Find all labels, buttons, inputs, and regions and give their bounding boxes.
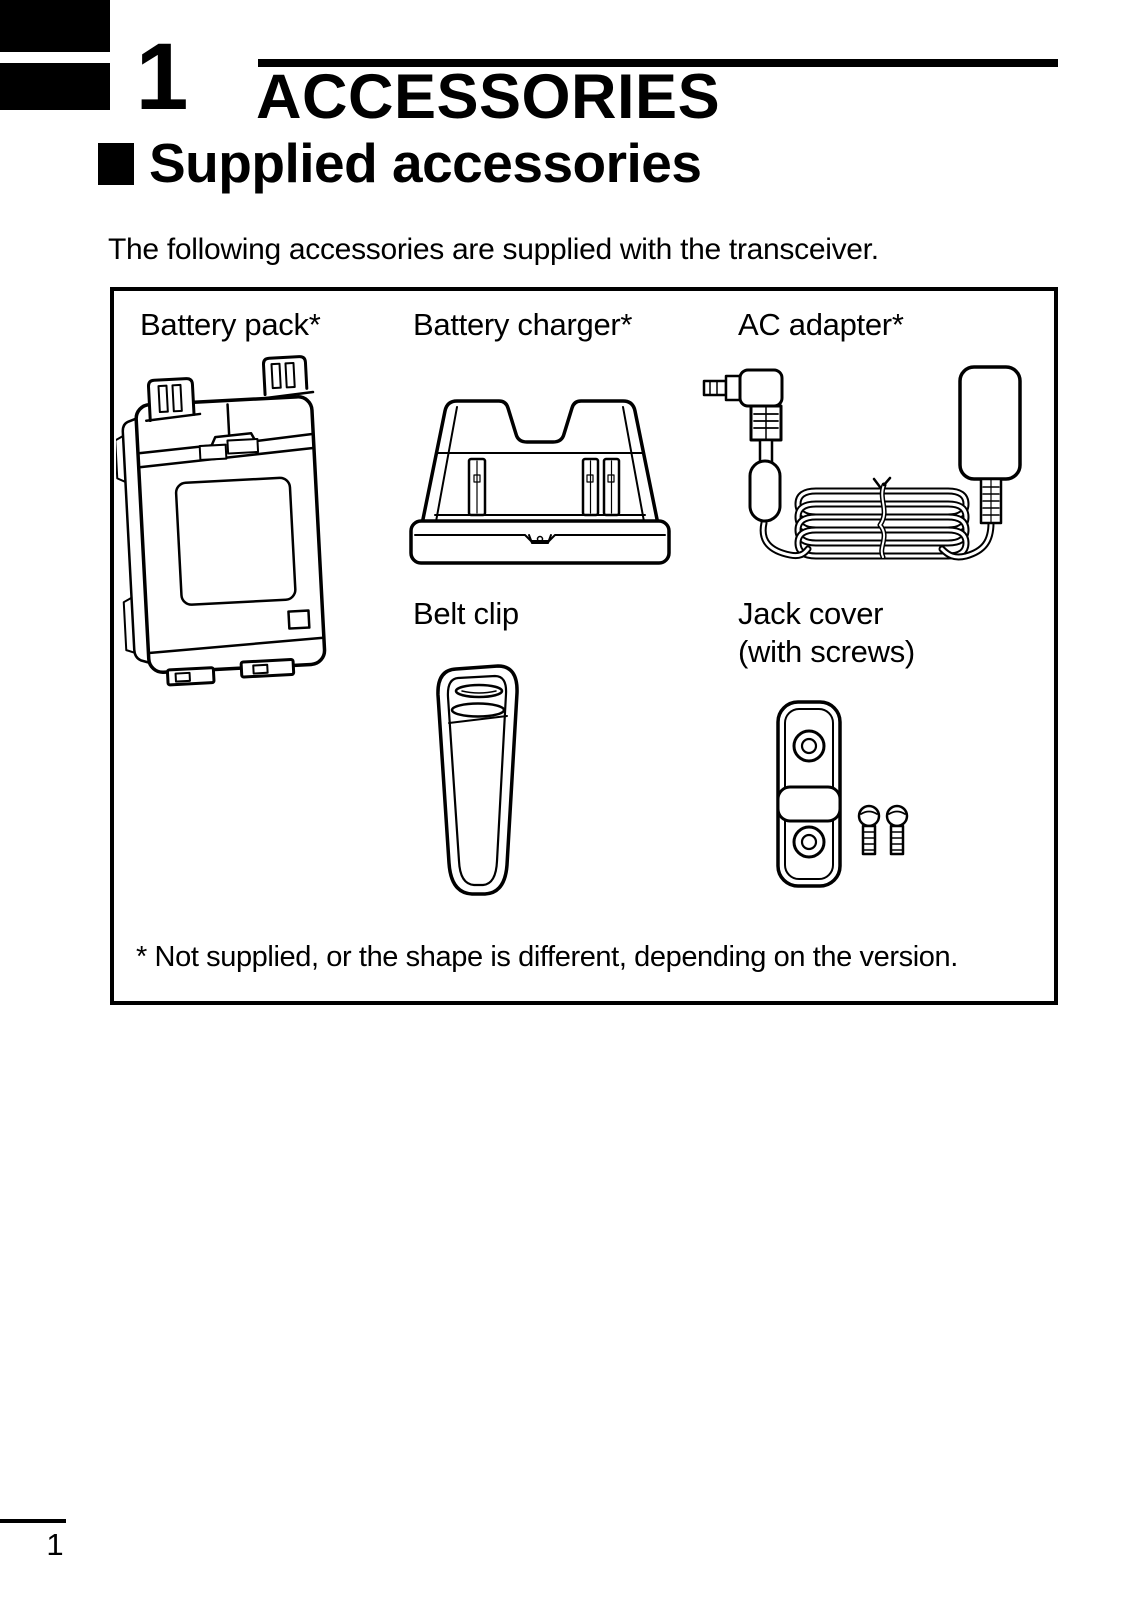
cable-coil — [794, 487, 970, 560]
ac-adapter-illustration — [702, 365, 1022, 561]
ferrite-bead — [748, 459, 782, 523]
charger-rail — [467, 457, 621, 517]
battery-charger-label: Battery charger* — [413, 307, 633, 342]
dc-plug — [702, 368, 784, 464]
section-title: Supplied accessories — [98, 136, 702, 191]
chapter-title: ACCESSORIES — [256, 62, 721, 132]
adapter-body — [958, 365, 1022, 481]
cable-tie — [872, 476, 892, 560]
belt-clip-label: Belt clip — [413, 596, 519, 631]
battery-charger-illustration — [409, 399, 671, 565]
page-number: 1 — [46, 1527, 64, 1562]
page-number-rule — [0, 1519, 66, 1523]
battery-pack-label: Battery pack* — [140, 307, 321, 342]
belt-clip-illustration — [436, 664, 519, 896]
footnote-text: * Not supplied, or the shape is differen… — [136, 941, 958, 973]
adapter-connector — [979, 477, 1003, 525]
chapter-number: 1 — [135, 24, 189, 130]
intro-text: The following accessories are supplied w… — [108, 233, 879, 266]
section-square-icon — [98, 142, 134, 185]
jack-cover-sublabel: (with screws) — [738, 634, 915, 669]
accessories-box: Battery pack* Battery charger* AC adapte… — [110, 287, 1058, 1005]
section-title-text: Supplied accessories — [149, 132, 702, 194]
jack-cover-label: Jack cover — [738, 596, 884, 631]
title-rule — [258, 59, 1058, 67]
screw-icon — [857, 804, 881, 856]
ac-adapter-label: AC adapter* — [738, 307, 904, 342]
jack-cover-illustration — [776, 700, 909, 888]
chapter-tab-bottom-icon — [0, 63, 110, 110]
battery-pack-illustration — [116, 355, 327, 687]
chapter-tab-top-icon — [0, 0, 110, 52]
screw-icon — [885, 804, 909, 856]
